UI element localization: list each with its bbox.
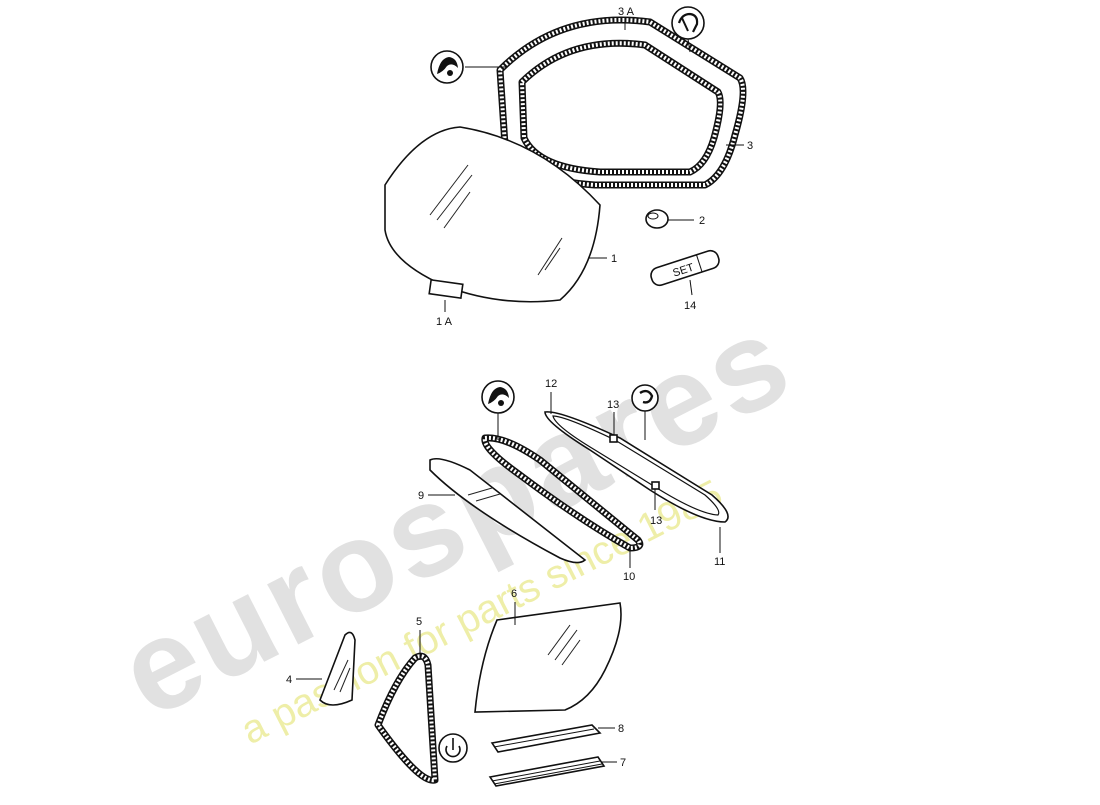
callout-1a: 1 A: [436, 316, 453, 328]
strip-part-8: [490, 724, 602, 753]
callout-5: 5: [416, 616, 422, 628]
vent-glass-part-4: [319, 631, 356, 706]
vent-seal-part-5: [374, 652, 439, 784]
callout-3a: 3 A: [618, 6, 635, 18]
callout-labels: 3 A 3 2 1 1 A 14 12 13 13 9 10 11 6 5 4 …: [286, 6, 753, 769]
quarter-seal-part-10: [481, 434, 644, 552]
seal-kit-icon: [430, 50, 464, 84]
channel-strip-part-7: [488, 756, 606, 787]
windshield-glass: [384, 126, 601, 303]
callout-13-upper: 13: [607, 399, 619, 411]
callout-8: 8: [618, 723, 624, 735]
callout-14: 14: [684, 300, 696, 312]
callout-2: 2: [699, 215, 705, 227]
reference-symbol-icon: [438, 733, 468, 763]
callout-13-lower: 13: [650, 515, 662, 527]
callout-7: 7: [620, 757, 626, 769]
adhesive-icon: [671, 6, 705, 40]
windshield-label-1a: [428, 278, 464, 300]
callout-1: 1: [611, 253, 617, 265]
spring-clip-icon: [631, 384, 659, 412]
callout-3: 3: [747, 140, 753, 152]
rear-quarter-seal-parts-11-12: [544, 411, 729, 523]
watermark: eurospares a passion for parts since 198…: [98, 286, 813, 753]
leader-lines: [296, 18, 744, 763]
adhesive-tube-part-14: SET: [650, 249, 720, 287]
door-glass-part-6: [474, 602, 622, 713]
callout-9: 9: [418, 490, 424, 502]
callout-12: 12: [545, 378, 557, 390]
plug-part-2: [645, 209, 669, 229]
quarter-glass-part-9: [429, 457, 587, 564]
callout-6: 6: [511, 588, 517, 600]
callout-4: 4: [286, 674, 292, 686]
callout-10: 10: [623, 571, 635, 583]
callout-11: 11: [714, 556, 725, 568]
seal-kit-icon-quarter: [481, 380, 515, 414]
